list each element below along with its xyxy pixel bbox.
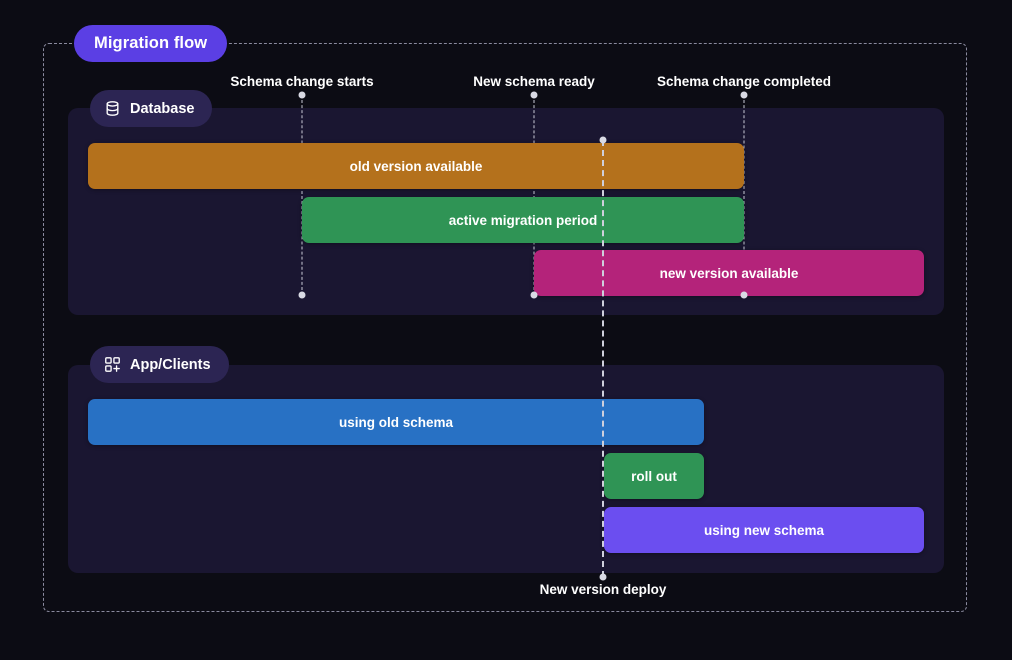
bar-roll-out[interactable]: roll out [604, 453, 704, 499]
bar-using-old-schema[interactable]: using old schema [88, 399, 704, 445]
milestone-label: New schema ready [473, 74, 595, 89]
bar-label: roll out [631, 468, 677, 484]
milestone-new-schema-ready: New schema ready [473, 74, 595, 89]
milestone-label: Schema change starts [230, 74, 374, 89]
milestone-line-schema-change-completed [743, 95, 745, 295]
database-icon [104, 100, 121, 117]
flow-frame [43, 43, 967, 612]
milestone-dot [740, 91, 748, 99]
bar-label: old version available [349, 158, 483, 174]
milestone-schema-change-starts: Schema change starts [230, 74, 373, 89]
deploy-marker-dot [599, 136, 607, 144]
deploy-marker-line [602, 140, 604, 577]
deploy-marker-label: New version deploy [539, 582, 667, 597]
bar-label: active migration period [448, 212, 598, 228]
bar-label: using new schema [703, 522, 825, 538]
milestone-dot [530, 291, 538, 299]
milestone-line-new-schema-ready [533, 95, 535, 295]
flow-title-pill: Migration flow [74, 25, 228, 62]
milestone-line-schema-change-starts [301, 95, 303, 295]
bar-label: new version available [659, 265, 799, 281]
bar-active-migration-period[interactable]: active migration period [302, 197, 744, 243]
lane-badge-label: Database [130, 100, 195, 117]
bar-label: using old schema [338, 414, 454, 430]
lane-badge-database: Database [90, 90, 213, 127]
deploy-marker-dot [599, 573, 607, 581]
milestone-dot [298, 291, 306, 299]
milestone-schema-change-completed: Schema change completed [657, 74, 831, 89]
lane-badge-label: App/Clients [130, 356, 211, 373]
flow-title-label: Migration flow [94, 34, 208, 52]
bar-old-version-available[interactable]: old version available [88, 143, 744, 189]
milestone-dot [740, 291, 748, 299]
app-grid-plus-icon [104, 356, 121, 373]
bar-using-new-schema[interactable]: using new schema [604, 507, 924, 553]
bar-new-version-available[interactable]: new version available [534, 250, 924, 296]
milestone-dot [298, 91, 306, 99]
lane-badge-app-clients: App/Clients [90, 346, 229, 383]
milestone-label: Schema change completed [656, 74, 832, 89]
milestone-dot [530, 91, 538, 99]
